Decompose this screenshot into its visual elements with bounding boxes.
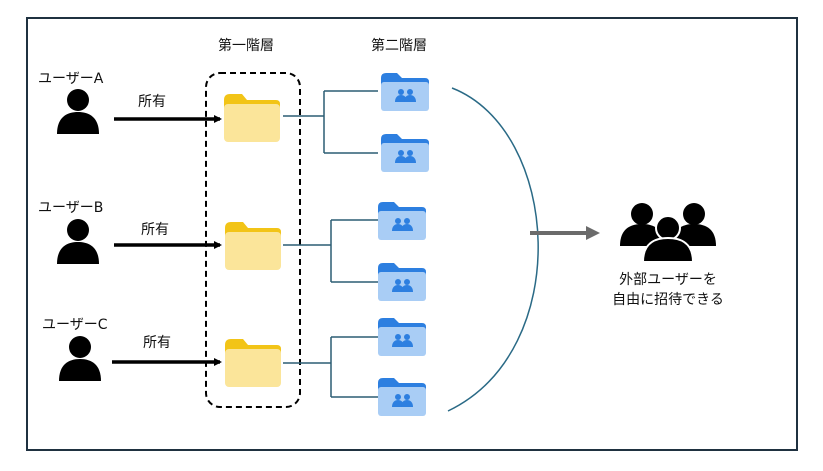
tier2-folder-c2-icon xyxy=(378,378,426,416)
user-a-relation: 所有 xyxy=(138,94,166,110)
tier1-dashed-box xyxy=(205,72,301,408)
tier1-folder-a-icon xyxy=(224,94,280,142)
user-a-icon xyxy=(57,89,99,134)
user-b-label: ユーザーB xyxy=(38,200,104,216)
diagram-frame xyxy=(26,17,798,451)
tier2-folder-c1-icon xyxy=(378,318,426,356)
external-users-icon xyxy=(620,203,716,263)
tier2-folder-a1-icon xyxy=(381,73,429,111)
tier2-folder-a2-icon xyxy=(381,134,429,172)
tier1-folder-b-icon xyxy=(225,222,281,270)
external-users-label: 外部ユーザーを 自由に招待できる xyxy=(612,272,724,308)
user-b-icon xyxy=(57,219,99,264)
tier2-folder-b1-icon xyxy=(378,202,426,240)
bracket-curve xyxy=(447,87,539,412)
tier2-header: 第二階層 xyxy=(371,38,427,54)
user-b-relation: 所有 xyxy=(141,222,169,238)
user-a-label: ユーザーA xyxy=(38,71,104,87)
tier2-folder-b2-icon xyxy=(378,263,426,301)
tier1-header: 第一階層 xyxy=(218,38,274,54)
user-c-label: ユーザーC xyxy=(42,317,108,333)
user-c-icon xyxy=(59,336,101,381)
user-c-relation: 所有 xyxy=(143,335,171,351)
tier1-folder-c-icon xyxy=(225,339,281,387)
tier-connectors xyxy=(283,90,378,398)
